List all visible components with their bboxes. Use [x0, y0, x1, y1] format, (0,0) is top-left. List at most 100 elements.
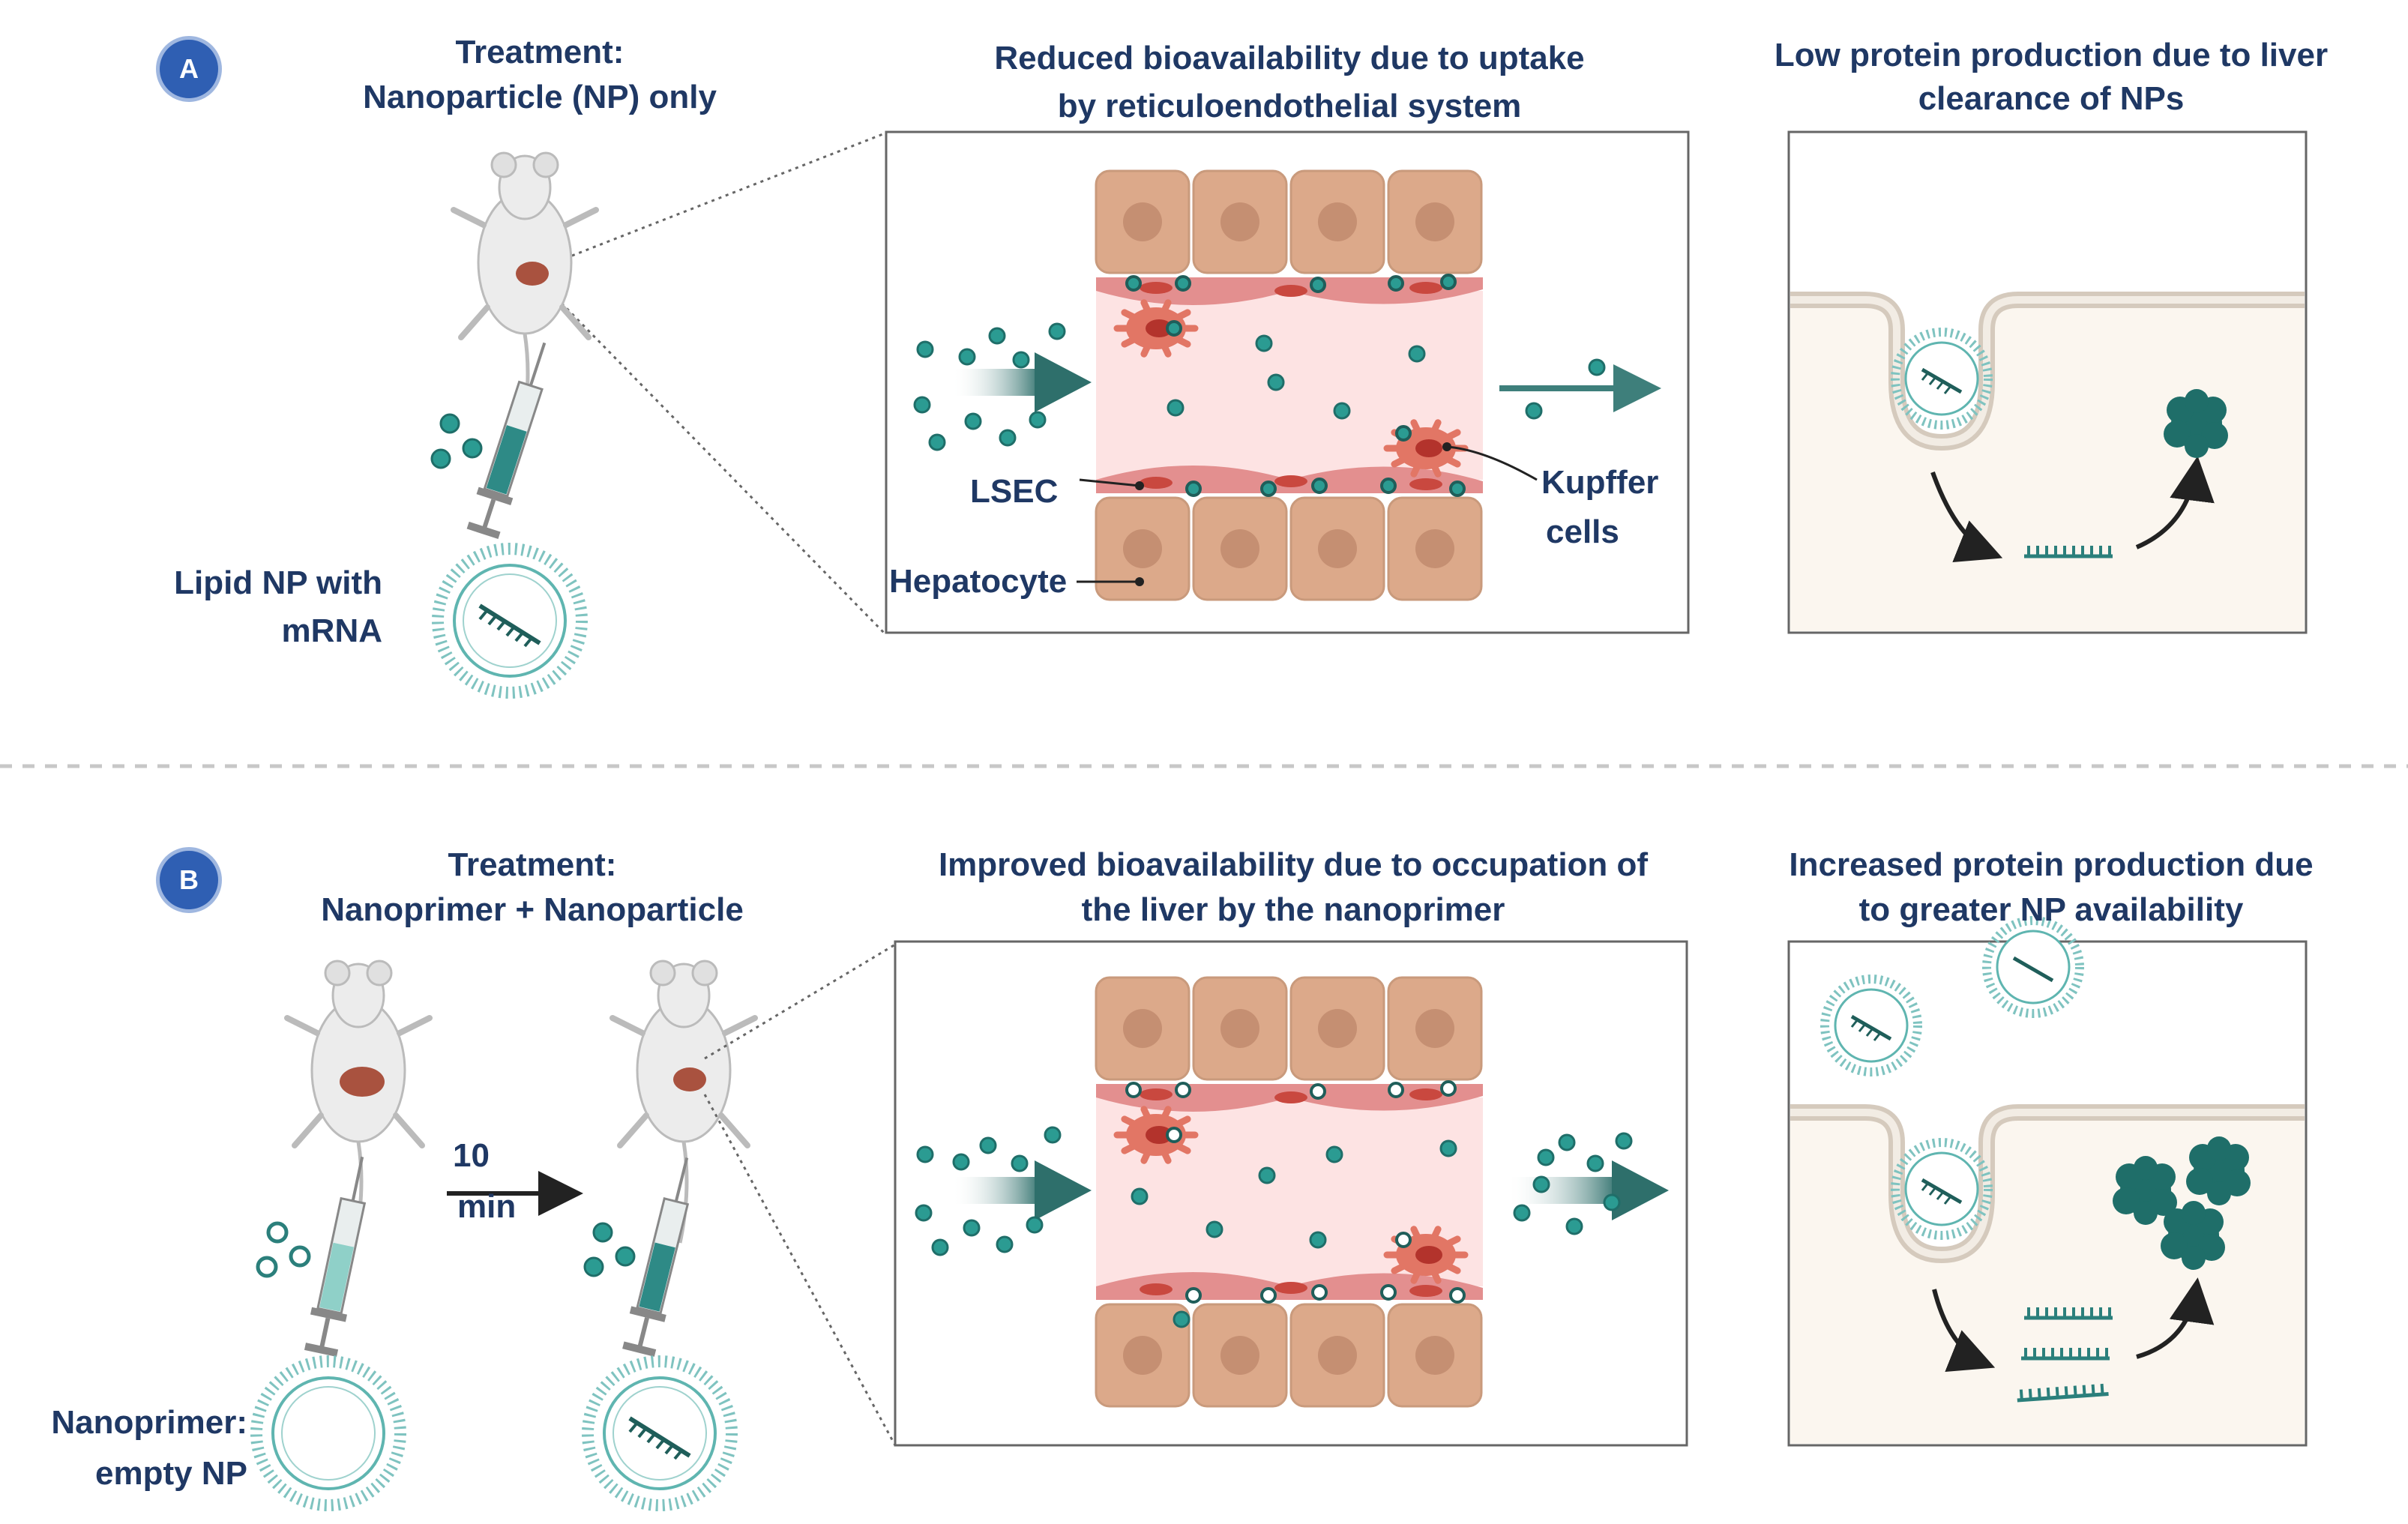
np-particle [1311, 1284, 1328, 1301]
np-particle [916, 1145, 934, 1163]
protein-icon [2113, 1156, 2177, 1225]
zoom-line [703, 1094, 897, 1446]
hepatocyte-cell [1387, 976, 1483, 1081]
panel-a-treatment-line2: Nanoparticle (NP) only [363, 79, 717, 115]
hepatocyte-cell [1289, 169, 1385, 274]
mrna-strand-icon [2017, 1307, 2113, 1403]
np-particle [1449, 481, 1466, 497]
kupffer-cell [1113, 299, 1199, 358]
np-particle [1439, 1139, 1457, 1157]
np-particle [1166, 1127, 1182, 1143]
np-particle [1175, 1082, 1191, 1098]
np-particles [913, 322, 1606, 451]
np-particle [1532, 1175, 1550, 1193]
np-particle [1260, 481, 1277, 497]
protein-icon [2164, 389, 2228, 458]
np-particle [1125, 1082, 1142, 1098]
np-particle [1310, 277, 1326, 293]
panel-b-mid-title-line1: Improved bioavailability due to occupati… [938, 846, 1649, 883]
liver-sinusoid [1095, 976, 1483, 1408]
flow-in-arrow [952, 1160, 1092, 1220]
panel-b-badge: B [156, 847, 222, 913]
np-particle [996, 1235, 1014, 1253]
hepatocyte-cell [1387, 496, 1483, 601]
np-particle [963, 1219, 981, 1237]
np-particle [1044, 1126, 1062, 1144]
np-particle [1449, 1287, 1466, 1304]
panel-b-treatment-line1: Treatment: [448, 846, 617, 883]
np-particle [1048, 322, 1066, 340]
lsec-label: LSEC [970, 473, 1059, 510]
hepatocyte-cell [1192, 496, 1288, 601]
hepatocyte-cell [1387, 169, 1483, 274]
mouse-icon [609, 960, 758, 1244]
np-particles [915, 1126, 1633, 1328]
np-particle [1565, 1217, 1583, 1235]
np-particle [1255, 334, 1273, 352]
mouse-icon [284, 960, 433, 1244]
np-particle [988, 327, 1006, 345]
lsec-layer [1096, 1084, 1483, 1112]
np-particle [979, 1136, 997, 1154]
zoom-line [550, 132, 885, 265]
np-particle [1380, 1284, 1397, 1301]
np-particle [1380, 478, 1397, 494]
syringe-icon [466, 342, 547, 540]
np-particle [1586, 1154, 1604, 1172]
np-particle [999, 429, 1017, 447]
np-particle [1029, 411, 1047, 429]
np-particle [1260, 1287, 1277, 1304]
liver-icon [516, 262, 549, 286]
flow-in-arrow [952, 352, 1092, 412]
empty-np-icon [250, 1355, 406, 1511]
np-particle [1185, 481, 1202, 497]
mouse-icon [451, 151, 599, 436]
np-particle [1167, 399, 1185, 417]
np-particle [1258, 1166, 1276, 1184]
protein-icon [2161, 1201, 2225, 1270]
np-particle [1185, 1287, 1202, 1304]
np-particle [1440, 1080, 1457, 1097]
np-particle [928, 433, 946, 451]
np-particle [1558, 1133, 1576, 1151]
zoom-line [704, 943, 896, 1060]
np-particle [1125, 275, 1142, 292]
time-label-line1: 10 [453, 1137, 490, 1174]
kupffer-cell [1383, 419, 1469, 478]
lsec-layer [1096, 277, 1483, 305]
cell-interior [1790, 916, 2305, 1444]
np-particle [1513, 1204, 1531, 1222]
hepatocyte-cell [1192, 976, 1288, 1081]
panel-a-badge: A [156, 36, 222, 102]
flow-out-arrow [1507, 1160, 1669, 1220]
syringe-icon [304, 1156, 367, 1357]
panel-a-mid-title-line2: by reticuloendothelial system [1057, 88, 1522, 124]
np-particle [1615, 1132, 1633, 1150]
np-particle [1388, 275, 1404, 292]
np-particle [1012, 351, 1030, 369]
panel-b-right-title-line1: Increased protein production due [1789, 846, 2314, 883]
hepatocyte-cell [1095, 976, 1191, 1081]
time-label-line2: min [457, 1188, 517, 1225]
primer-label-line2: empty NP [95, 1455, 247, 1492]
np-particle [915, 1204, 933, 1222]
mrna-strand-icon [2024, 546, 2113, 558]
liver-sinusoid [1095, 169, 1483, 601]
np-particle [1603, 1193, 1621, 1211]
hepatocyte-cell [1095, 169, 1191, 274]
hepatocyte-cell [1095, 496, 1191, 601]
np-label-line2: mRNA [281, 612, 382, 649]
hepatocyte-cell [1387, 1303, 1483, 1408]
np-particle [913, 396, 931, 414]
np-particle [1311, 478, 1328, 494]
lipid-np-icon [582, 1355, 738, 1511]
syringe-icon [622, 1157, 690, 1357]
kupffer-cell [1383, 1226, 1469, 1284]
np-particle [931, 1238, 949, 1256]
np-particle [1325, 1145, 1343, 1163]
np-particle [958, 348, 976, 366]
np-particle [1267, 373, 1285, 391]
np-particle [1310, 1083, 1326, 1100]
